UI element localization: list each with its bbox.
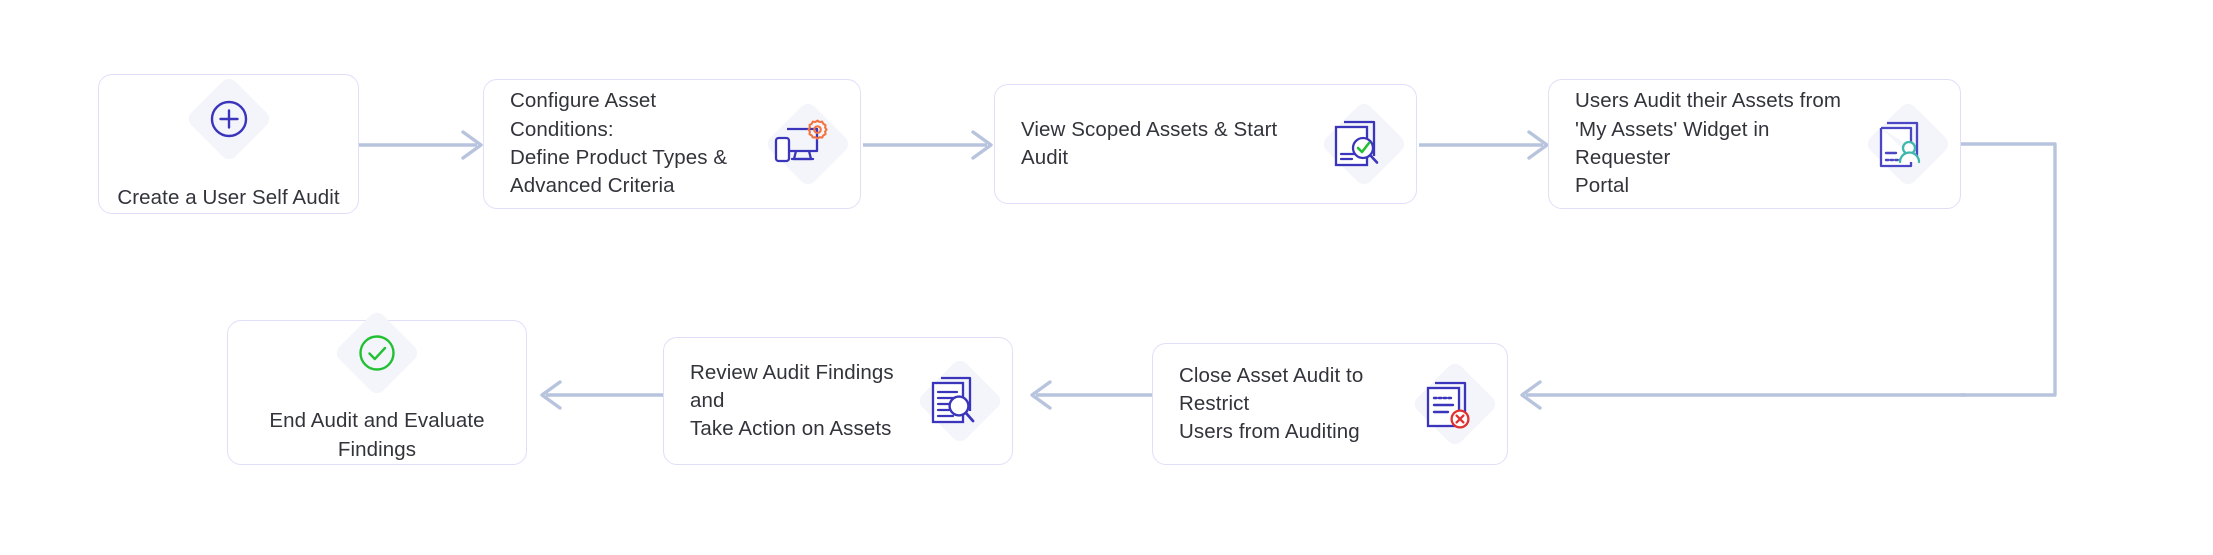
plus-circle-icon — [186, 76, 272, 162]
document-close-icon — [1403, 361, 1507, 447]
node-close-asset-audit[interactable]: Close Asset Audit to Restrict Users from… — [1152, 343, 1508, 465]
node-label: End Audit and Evaluate Findings — [269, 409, 485, 461]
document-user-icon — [1856, 101, 1960, 187]
node-label: View Scoped Assets & Start Audit — [1021, 117, 1278, 169]
elbow-users-to-close-tail — [1508, 375, 1968, 415]
arrow-review-to-end — [528, 375, 666, 415]
monitor-gear-icon — [756, 101, 860, 187]
arrow-configure-to-view — [861, 125, 1001, 165]
node-end-audit-evaluate-findings[interactable]: End Audit and Evaluate Findings — [227, 320, 527, 465]
node-review-audit-findings[interactable]: Review Audit Findings and Take Action on… — [663, 337, 1013, 465]
arrow-create-to-configure — [357, 125, 489, 165]
node-label: Create a User Self Audit — [117, 185, 340, 209]
node-label: Close Asset Audit to Restrict Users from… — [1179, 363, 1364, 444]
node-label: Users Audit their Assets from 'My Assets… — [1575, 89, 1842, 198]
document-magnifier-icon — [908, 358, 1012, 444]
check-circle-icon — [334, 321, 420, 385]
node-configure-asset-conditions[interactable]: Configure Asset Conditions: Define Produ… — [483, 79, 861, 209]
elbow-users-to-close — [1957, 125, 2213, 405]
node-users-audit-assets[interactable]: Users Audit their Assets from 'My Assets… — [1548, 79, 1961, 209]
arrow-close-to-review — [1018, 375, 1154, 415]
arrow-view-to-users — [1417, 125, 1557, 165]
node-view-scoped-assets[interactable]: View Scoped Assets & Start Audit — [994, 84, 1417, 204]
node-create-user-self-audit[interactable]: Create a User Self Audit — [98, 74, 359, 214]
node-label: Review Audit Findings and Take Action on… — [690, 360, 894, 441]
document-search-check-icon — [1312, 101, 1416, 187]
node-label: Configure Asset Conditions: Define Produ… — [510, 89, 728, 198]
